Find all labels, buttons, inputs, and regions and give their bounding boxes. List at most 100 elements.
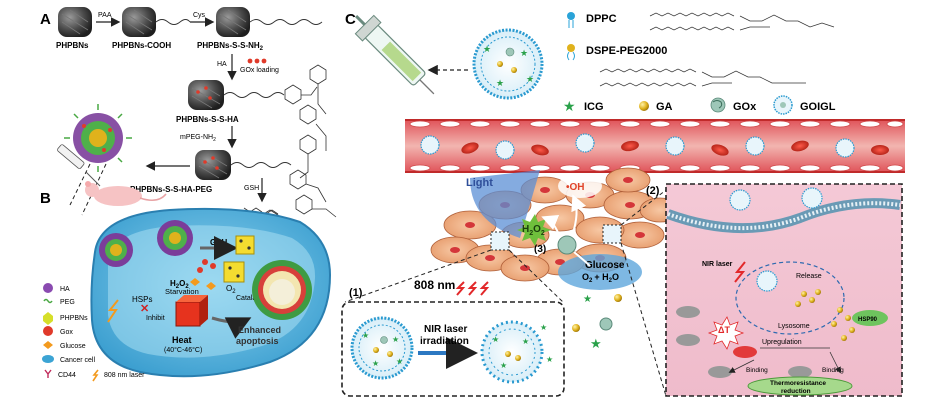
label-thermo-b: reduction xyxy=(781,388,811,395)
liposome-intact: ★★ ★★ xyxy=(350,316,414,380)
nanoparticle-docked-1 xyxy=(99,233,133,267)
label-ssnh2: PHPBNs-S-S-NH2 xyxy=(197,41,264,52)
svg-text:★: ★ xyxy=(540,323,547,332)
svg-text:★: ★ xyxy=(496,78,504,88)
legend-cancer-cell: Cancer cell xyxy=(42,355,95,364)
heat-cube-icon xyxy=(175,295,208,327)
panel-a-letter: A xyxy=(40,11,51,28)
legend-ha: HA xyxy=(43,283,70,293)
inhibit-x-icon: ✕ xyxy=(140,303,149,315)
liposome-in-lysosome xyxy=(756,270,778,292)
phpbns-ssnh2-particle xyxy=(216,7,323,37)
hsp90-icon xyxy=(852,310,888,326)
svg-text:★: ★ xyxy=(483,44,491,54)
svg-text:CD44: CD44 xyxy=(58,372,76,379)
hsp-proteins xyxy=(676,306,812,378)
svg-text:808 nm laser: 808 nm laser xyxy=(104,372,145,379)
label-b-o2: O2 xyxy=(226,284,236,295)
panel-c: C ★ ★ ★ ★ DPPC xyxy=(341,11,905,397)
lysosome-boundary xyxy=(735,261,845,335)
svg-text:GA: GA xyxy=(656,101,673,113)
label-upregulation: Upregulation xyxy=(762,339,802,346)
nucleus-ring-icon xyxy=(252,260,312,320)
label-step-paa: PAA xyxy=(98,12,112,19)
dspe-structure xyxy=(599,68,806,87)
marker-1: (1) xyxy=(349,287,363,299)
label-step-cys: Cys xyxy=(193,12,206,19)
label-binding-1: Binding xyxy=(746,367,768,374)
legend-phpbns: PHPBNs xyxy=(43,312,88,325)
legend-cd44: CD44 xyxy=(44,369,76,379)
gox-dots-icon xyxy=(247,58,267,64)
label-b-h2o2: H2O2 xyxy=(170,279,189,290)
phpbns-cooh-particle xyxy=(122,7,191,37)
svg-text:★: ★ xyxy=(392,335,399,344)
phpbns-ssha-particle xyxy=(188,80,285,110)
panel-b-letter: B xyxy=(40,190,51,207)
label-oh: •OH xyxy=(566,182,585,193)
svg-text:Gox: Gox xyxy=(60,329,73,336)
label-inset-nir: NIR laser xyxy=(702,261,733,268)
panel-b: B GSH H2O2 xyxy=(40,190,332,382)
svg-text:★: ★ xyxy=(500,361,507,370)
panel-c-letter: C xyxy=(345,11,356,28)
light-cone xyxy=(470,170,540,238)
legend-dspe-peg: DSPE-PEG2000 xyxy=(567,44,667,61)
svg-text:PEG: PEG xyxy=(60,299,75,306)
thermoresistance-pill xyxy=(747,376,853,396)
legend-glucose: Glucose xyxy=(43,341,86,350)
phpbns-cube-2 xyxy=(223,261,245,283)
nir-bolt-icon xyxy=(734,261,746,283)
gox-center-icon xyxy=(557,235,577,255)
cell-inner-highlight xyxy=(108,225,316,358)
svg-text:★: ★ xyxy=(396,357,403,366)
panel-b-legend: HA PEG PHPBNs Gox Glucose Cancer cell xyxy=(42,283,145,382)
svg-text:★: ★ xyxy=(492,335,499,344)
label-808-nm: 808 nm xyxy=(414,278,455,292)
label-b-hsps: HSPs xyxy=(132,295,152,304)
svg-text:ICG: ICG xyxy=(584,101,604,113)
phpbns-cube-1 xyxy=(235,235,255,255)
legend-gox: Gox xyxy=(43,326,73,336)
legend-peg: PEG xyxy=(43,298,75,306)
tumor-nuclei xyxy=(450,177,645,271)
label-step-ha: HA xyxy=(217,61,227,68)
label-b-enhanced: Enhanced xyxy=(238,325,281,335)
inset-2-frame xyxy=(665,183,903,397)
svg-text:★: ★ xyxy=(546,355,553,364)
svg-text:Glucose: Glucose xyxy=(60,343,86,350)
label-gox-loading: GOx loading xyxy=(240,67,279,74)
legend-dppc: DPPC xyxy=(567,12,617,28)
svg-text:DSPE-PEG2000: DSPE-PEG2000 xyxy=(586,45,667,57)
svg-text:★: ★ xyxy=(583,294,592,305)
delta-t-burst xyxy=(707,316,745,350)
marker-3: (3) xyxy=(534,244,546,255)
dppc-structure xyxy=(649,12,835,31)
label-b-inhibit: Inhibit xyxy=(146,315,165,322)
label-hsp90: HSP90 xyxy=(858,317,878,323)
svg-text:★: ★ xyxy=(522,337,529,346)
label-lysosome: Lysosome xyxy=(778,323,810,330)
liposome-disrupted: ★ ★ ★ ★ ★ xyxy=(480,320,553,384)
glucose-blob xyxy=(558,254,642,290)
nanoparticle-docked-2 xyxy=(157,220,193,256)
svg-text:★: ★ xyxy=(563,98,576,114)
svg-text:Cancer cell: Cancer cell xyxy=(60,357,95,364)
label-b-apoptosis: apoptosis xyxy=(236,336,279,346)
label-b-gsh: GSH xyxy=(210,238,228,247)
svg-text:★: ★ xyxy=(590,336,602,351)
label-release: Release xyxy=(796,273,822,280)
label-glucose: Glucose xyxy=(585,260,625,271)
legend-808-laser: 808 nm laser xyxy=(92,369,145,382)
selection-box-2 xyxy=(602,224,622,244)
panel-a: A PHPBNs PAA PHPBNs-COOH Cys PHPBNs-S-S-… xyxy=(40,7,337,244)
label-thermo: Thermoresistance xyxy=(770,380,826,387)
phpbns-ssha-peg-particle xyxy=(195,150,292,180)
mouse-icon xyxy=(85,181,167,206)
label-b-heat-temp: (40°C-46°C) xyxy=(164,346,202,354)
label-delta-t: ΔT xyxy=(718,325,730,335)
label-phpbns: PHPBNs xyxy=(56,41,89,50)
svg-text:★: ★ xyxy=(372,359,379,368)
label-binding-2: Binding xyxy=(822,367,844,374)
label-light: Light xyxy=(466,177,493,189)
